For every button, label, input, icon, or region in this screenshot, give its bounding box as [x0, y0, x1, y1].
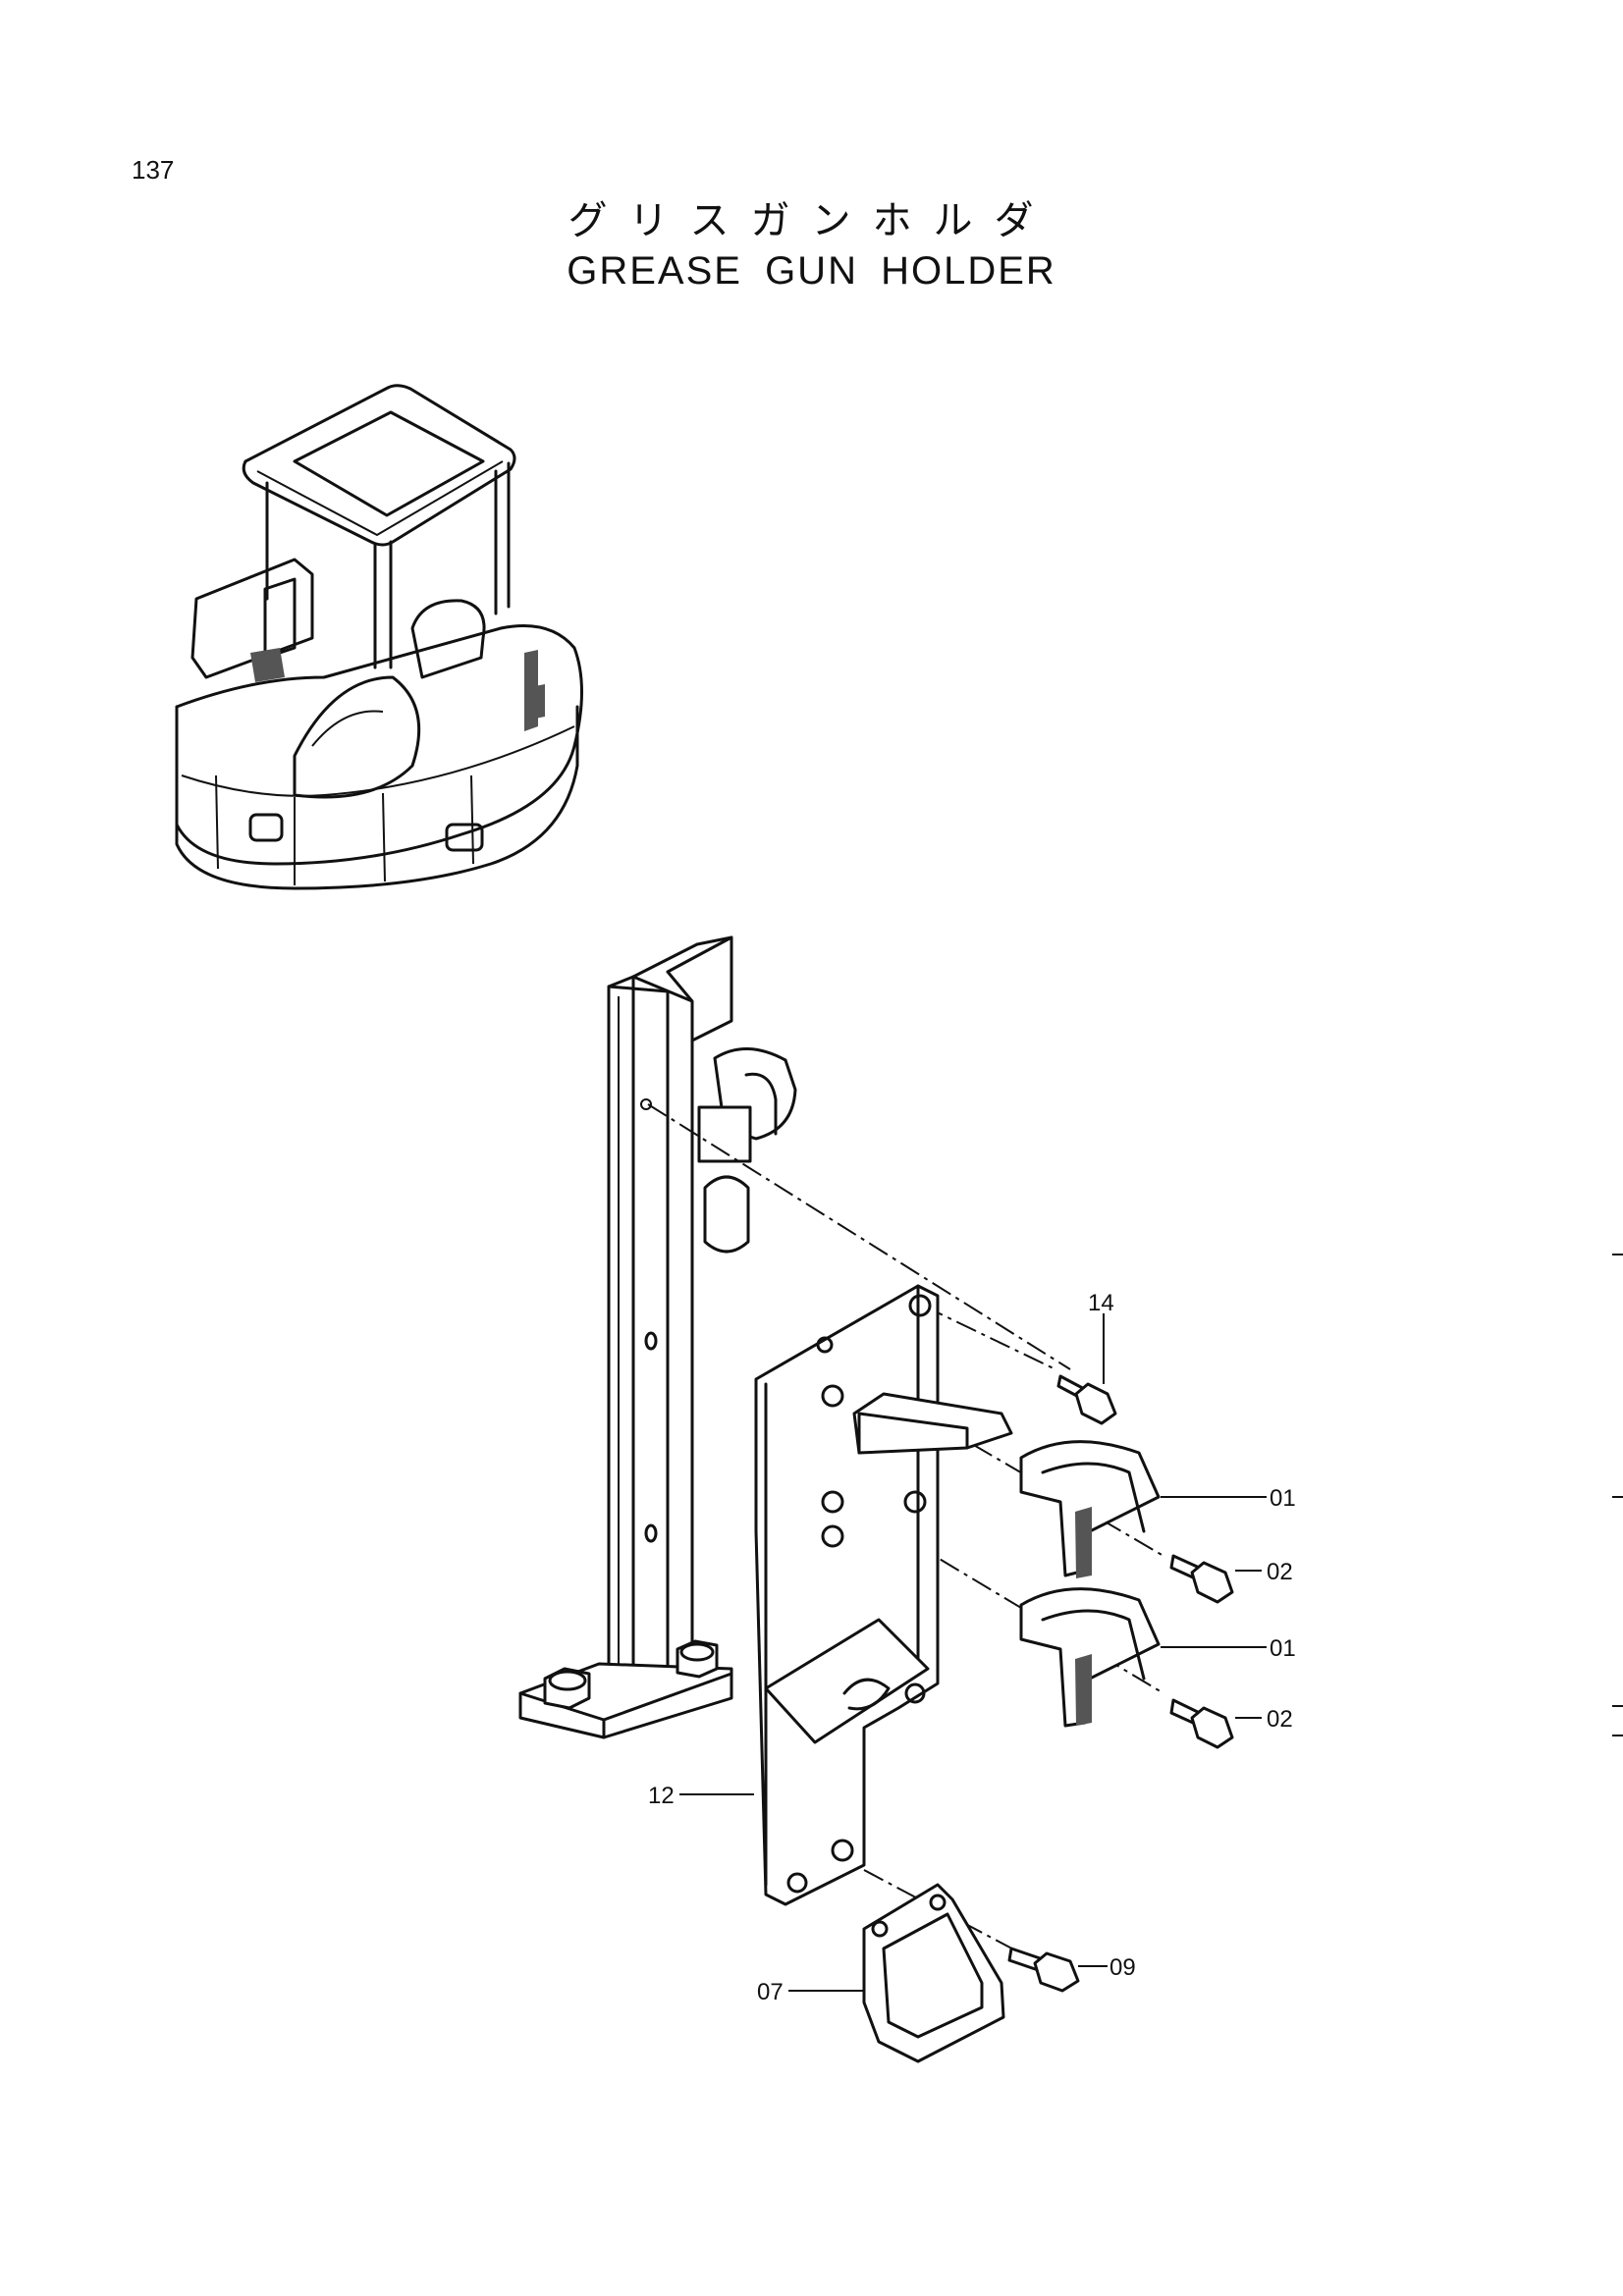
cup-part-07 [862, 1883, 1005, 2063]
machine-overview-illustration [175, 384, 583, 890]
callout-01-lower: 01 [1270, 1635, 1296, 1662]
callout-12: 12 [648, 1783, 675, 1809]
bolts [1007, 1374, 1234, 1993]
title-english: GREASE GUN HOLDER [567, 249, 1056, 293]
title-japanese: グリスガンホルダ [568, 198, 1055, 243]
callout-09: 09 [1109, 1954, 1136, 1981]
callout-14: 14 [1088, 1290, 1114, 1316]
callout-07: 07 [757, 1979, 784, 2005]
callout-01-upper: 01 [1270, 1485, 1296, 1512]
callout-02-lower: 02 [1267, 1706, 1293, 1733]
page-number: 137 [132, 155, 175, 185]
leader-lines [679, 1254, 1623, 1992]
part-callouts: 14 01 02 01 02 12 09 07 [648, 1290, 1296, 2005]
callout-02-upper: 02 [1267, 1559, 1293, 1585]
holder-clips [852, 1392, 1161, 1728]
mounting-post [518, 935, 797, 1739]
bracket-part-12 [754, 1284, 940, 1906]
